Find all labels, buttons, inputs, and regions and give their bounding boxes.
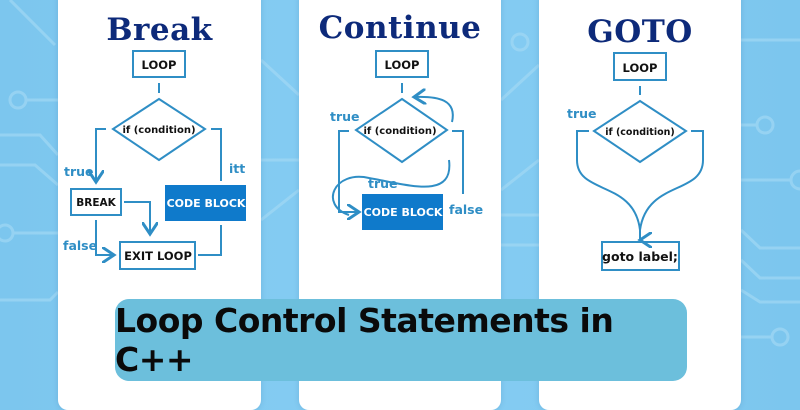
title-banner: Loop Control Statements in C++ — [115, 299, 687, 381]
condition-node — [592, 99, 688, 164]
code-block-label: CODE BLOCK — [167, 197, 246, 210]
condition-node — [111, 97, 207, 162]
condition-node — [354, 97, 449, 164]
break-flowchart: LOOP if (condition) BREAK CODE BLOCK EXI… — [63, 50, 246, 270]
true-edge-label: true — [567, 106, 597, 121]
loop-label: LOOP — [142, 58, 177, 72]
circuit-background — [0, 0, 800, 347]
break-node — [70, 188, 122, 216]
continue-flowchart: LOOP if (condition) CODE BLOCK true true… — [330, 50, 483, 230]
true-edge-label: true — [64, 164, 94, 179]
true-left-edge-label: true — [330, 109, 360, 124]
loop-node — [613, 52, 667, 81]
exit-loop-node — [119, 241, 196, 270]
itt-edge-label: itt — [229, 161, 245, 176]
break-title: Break — [106, 12, 213, 48]
condition-label: if (condition) — [363, 126, 436, 137]
condition-label: if (condition) — [605, 127, 674, 138]
goto-flowchart: LOOP if (condition) goto label; true — [567, 52, 704, 271]
false-edge-label: false — [63, 238, 97, 253]
code-block-label: CODE BLOCK — [364, 206, 443, 219]
code-block-node — [165, 185, 246, 221]
loop-node — [375, 50, 429, 78]
goto-label-text: goto label; — [602, 249, 678, 264]
false-edge-label: false — [449, 202, 483, 217]
condition-label: if (condition) — [122, 125, 195, 136]
goto-title: GOTO — [587, 14, 693, 50]
loop-label: LOOP — [623, 61, 658, 75]
loop-node — [132, 50, 186, 78]
true-inner-edge-label: true — [368, 176, 398, 191]
banner-title: Loop Control Statements in C++ — [115, 301, 614, 379]
continue-title: Continue — [318, 10, 482, 46]
exit-loop-label: EXIT LOOP — [124, 249, 192, 263]
code-block-node — [362, 194, 443, 230]
break-label: BREAK — [76, 197, 116, 209]
goto-label-node — [601, 241, 680, 271]
loop-label: LOOP — [385, 58, 420, 72]
